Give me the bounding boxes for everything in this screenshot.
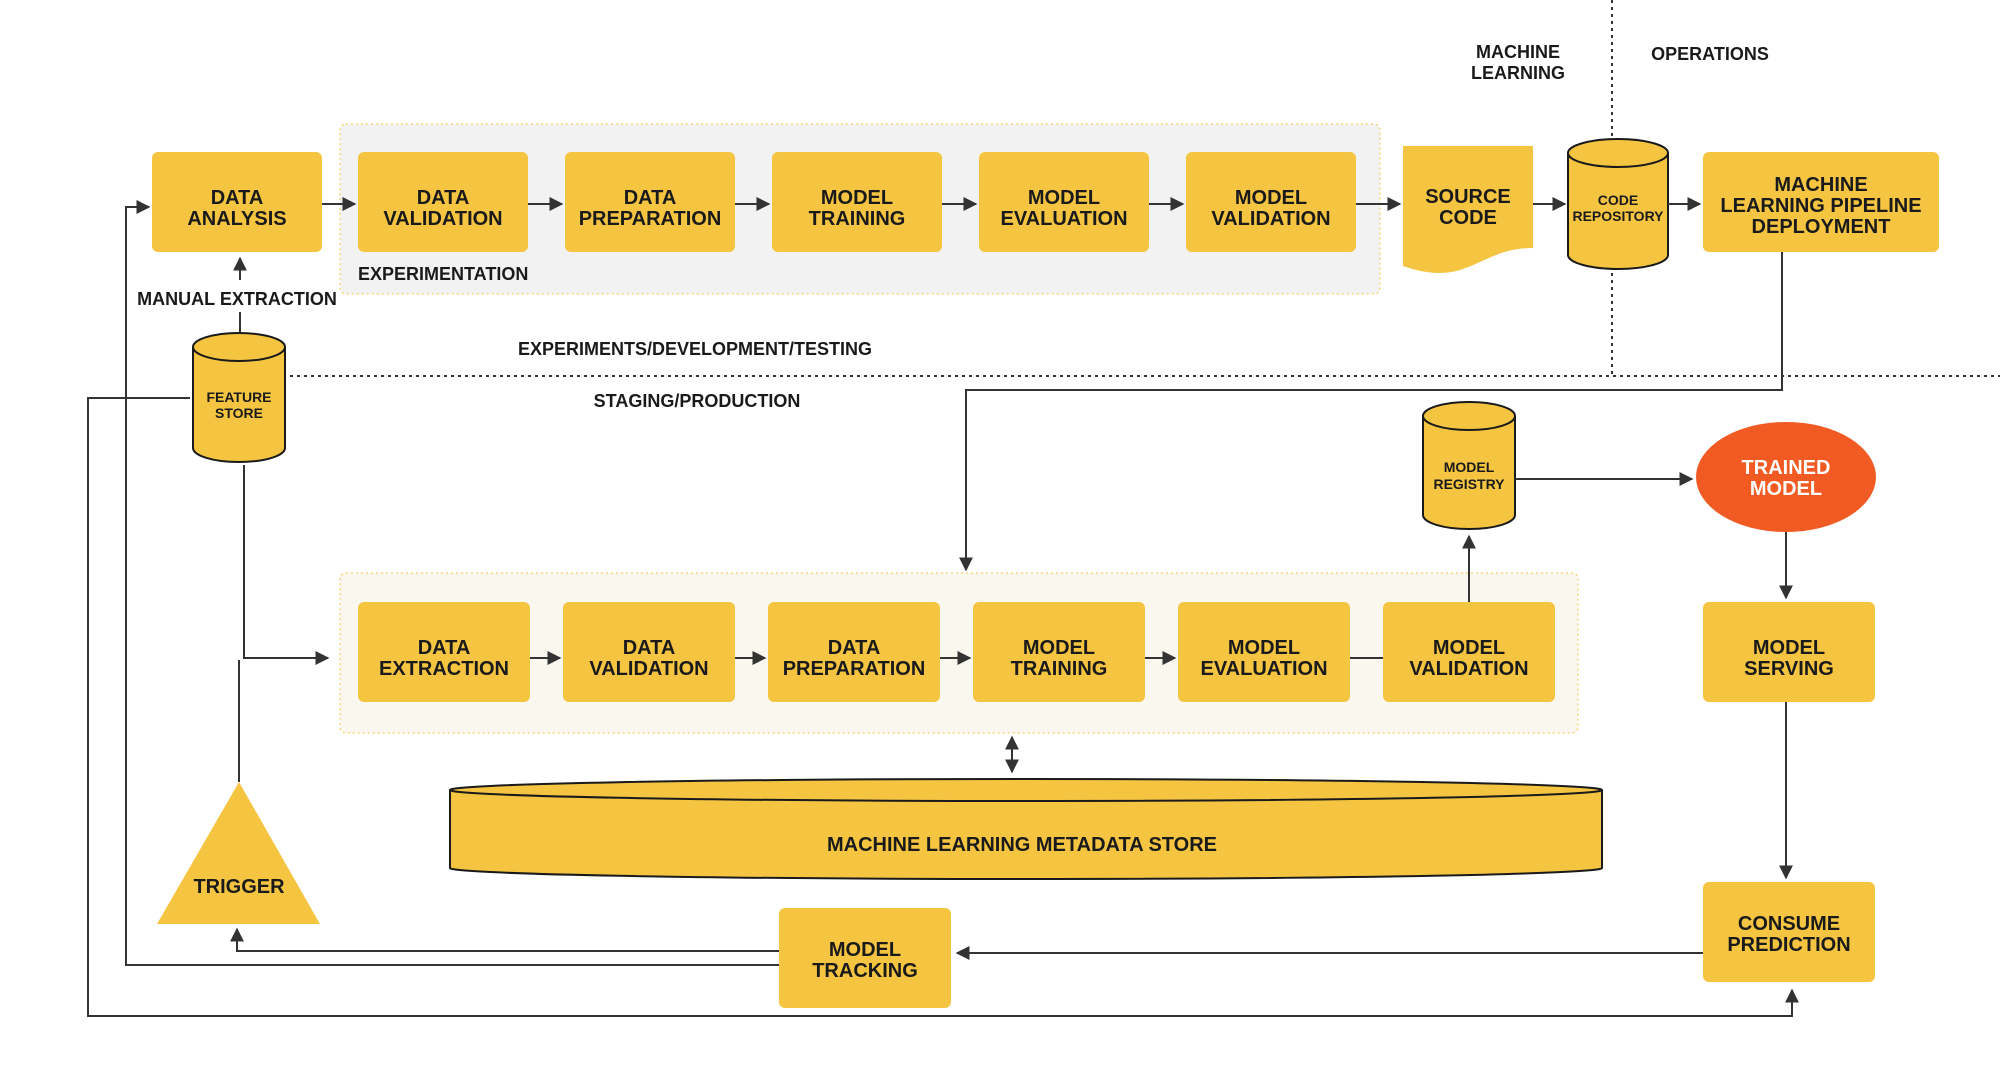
zone-label-top: EXPERIMENTS/DEVELOPMENT/TESTING [518, 339, 872, 359]
svg-text:DATA: DATA [828, 637, 881, 659]
consume-prediction-line2: PREDICTION [1727, 934, 1850, 956]
svg-text:DATA: DATA [417, 187, 470, 209]
pipeline-deployment-line2: LEARNING PIPELINE [1720, 195, 1921, 217]
experimentation-label: EXPERIMENTATION [358, 264, 528, 284]
data-analysis-line2: ANALYSIS [187, 208, 286, 230]
arrow-tracking-to-analysis [125, 200, 779, 966]
model-tracking-line1: MODEL [829, 939, 901, 961]
arrow-feature-to-consume [87, 397, 1799, 1017]
svg-text:EXTRACTION: EXTRACTION [379, 658, 509, 680]
model-registry-cylinder [1422, 401, 1516, 530]
model-serving-line1: MODEL [1753, 637, 1825, 659]
code-repository-line2: REPOSITORY [1572, 208, 1664, 224]
arrow-feature-to-production [243, 465, 330, 665]
model-tracking-box [779, 908, 951, 1008]
exp-step-model-evaluation: MODEL EVALUATION [979, 152, 1149, 252]
header-operations: OPERATIONS [1651, 44, 1769, 64]
svg-text:PREPARATION: PREPARATION [783, 658, 926, 680]
prod-step-model-evaluation: MODEL EVALUATION [1178, 602, 1350, 702]
feature-store-line2: STORE [215, 405, 263, 421]
trained-model-ellipse [1696, 422, 1876, 532]
header-ml-line1: MACHINE [1476, 42, 1560, 62]
trained-model-line2: MODEL [1750, 478, 1822, 500]
svg-text:EVALUATION: EVALUATION [1200, 658, 1327, 680]
prod-step-data-validation: DATA VALIDATION [563, 602, 735, 702]
pipeline-deployment-line1: MACHINE [1774, 174, 1867, 196]
prod-step-model-validation: MODEL VALIDATION [1383, 602, 1555, 702]
model-registry-line2: REGISTRY [1433, 476, 1505, 492]
code-repository-line1: CODE [1598, 192, 1638, 208]
svg-text:EVALUATION: EVALUATION [1000, 208, 1127, 230]
exp-step-model-validation: MODEL VALIDATION [1186, 152, 1356, 252]
zone-label-bottom: STAGING/PRODUCTION [594, 391, 801, 411]
trained-model-line1: TRAINED [1742, 457, 1831, 479]
svg-text:MODEL: MODEL [1235, 187, 1307, 209]
trigger-triangle [157, 782, 320, 924]
svg-text:MODEL: MODEL [1228, 637, 1300, 659]
source-code-line1: SOURCE [1425, 186, 1511, 208]
model-tracking-line2: TRACKING [812, 960, 918, 982]
header-ml-line2: LEARNING [1471, 63, 1565, 83]
svg-text:VALIDATION: VALIDATION [589, 658, 708, 680]
consume-prediction-box [1703, 882, 1875, 982]
svg-text:VALIDATION: VALIDATION [1409, 658, 1528, 680]
svg-text:TRAINING: TRAINING [809, 208, 906, 230]
metadata-store-cylinder [449, 778, 1603, 880]
svg-text:TRAINING: TRAINING [1011, 658, 1108, 680]
trigger-label: TRIGGER [193, 876, 285, 898]
arrow-pipeline-to-production [959, 252, 1783, 572]
model-serving-box [1703, 602, 1875, 702]
svg-text:MODEL: MODEL [1028, 187, 1100, 209]
svg-text:MODEL: MODEL [821, 187, 893, 209]
exp-step-model-training: MODEL TRAINING [772, 152, 942, 252]
prod-step-data-extraction: DATA EXTRACTION [358, 602, 530, 702]
source-code-shape [1403, 146, 1533, 273]
prod-step-data-preparation: DATA PREPARATION [768, 602, 940, 702]
source-code-line2: CODE [1439, 207, 1497, 229]
prod-step-model-training: MODEL TRAINING [973, 602, 1145, 702]
exp-step-data-preparation: DATA PREPARATION [565, 152, 735, 252]
metadata-store-label: MACHINE LEARNING METADATA STORE [827, 834, 1217, 856]
exp-step-data-validation: DATA VALIDATION [358, 152, 528, 252]
feature-store-line1: FEATURE [206, 389, 271, 405]
svg-text:VALIDATION: VALIDATION [383, 208, 502, 230]
data-analysis-line1: DATA [211, 187, 264, 209]
code-repository-cylinder [1567, 138, 1669, 270]
model-registry-line1: MODEL [1444, 459, 1495, 475]
svg-text:DATA: DATA [624, 187, 677, 209]
arrow-tracking-to-trigger [230, 927, 779, 952]
svg-text:PREPARATION: PREPARATION [579, 208, 722, 230]
manual-extraction-label: MANUAL EXTRACTION [137, 289, 337, 309]
svg-text:MODEL: MODEL [1023, 637, 1095, 659]
svg-text:DATA: DATA [623, 637, 676, 659]
data-analysis-box [152, 152, 322, 252]
feature-store-cylinder [192, 332, 286, 463]
model-serving-line2: SERVING [1744, 658, 1834, 680]
svg-text:VALIDATION: VALIDATION [1211, 208, 1330, 230]
svg-text:MODEL: MODEL [1433, 637, 1505, 659]
pipeline-deployment-box [1703, 152, 1939, 252]
pipeline-deployment-line3: DEPLOYMENT [1752, 216, 1891, 238]
svg-text:DATA: DATA [418, 637, 471, 659]
consume-prediction-line1: CONSUME [1738, 913, 1840, 935]
